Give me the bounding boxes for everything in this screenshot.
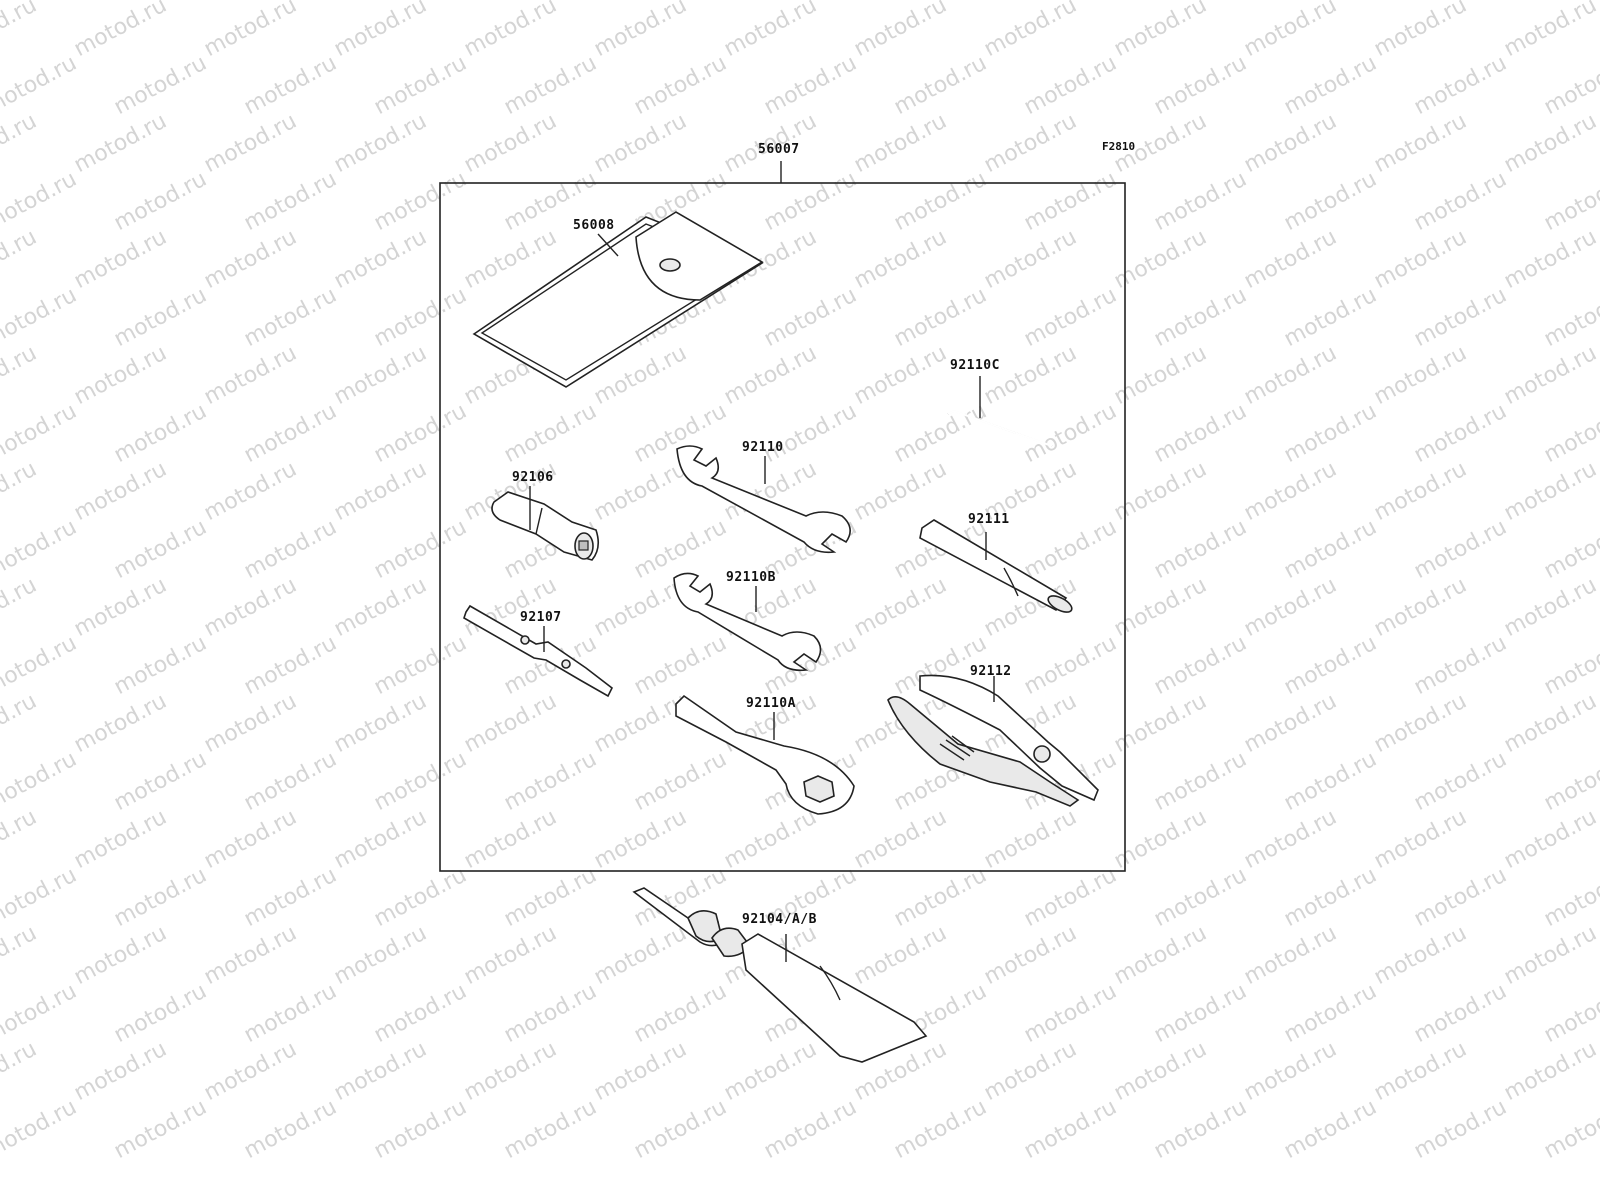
wrench-92110b-drawing xyxy=(673,572,822,672)
part-label-92110a[interactable]: 92110A xyxy=(746,696,796,711)
wrench-92110-drawing xyxy=(676,445,851,554)
part-label-92107[interactable]: 92107 xyxy=(520,610,562,625)
hex-key-drawing xyxy=(947,376,1053,447)
tube-drawing xyxy=(632,887,928,1063)
part-label-92106[interactable]: 92106 xyxy=(512,470,554,485)
figure-reference: F2810 xyxy=(1102,140,1136,153)
kit-frame xyxy=(439,182,1126,872)
part-label-92110c[interactable]: 92110C xyxy=(950,358,1000,373)
part-label-56008[interactable]: 56008 xyxy=(573,218,615,233)
part-label-92110[interactable]: 92110 xyxy=(742,440,784,455)
part-label-92112[interactable]: 92112 xyxy=(970,664,1012,679)
socket-drawing xyxy=(491,486,600,561)
part-label-92111[interactable]: 92111 xyxy=(968,512,1010,527)
pouch-drawing xyxy=(472,211,764,388)
screwdriver-drawing xyxy=(463,604,614,698)
bar-drawing xyxy=(919,519,1073,613)
part-label-92110b[interactable]: 92110B xyxy=(726,570,776,585)
part-label-56007[interactable]: 56007 xyxy=(758,142,800,157)
part-label-92104-a-b[interactable]: 92104/A/B xyxy=(742,912,817,927)
pliers-drawing xyxy=(887,674,1099,807)
ring-wrench-drawing xyxy=(675,694,855,815)
